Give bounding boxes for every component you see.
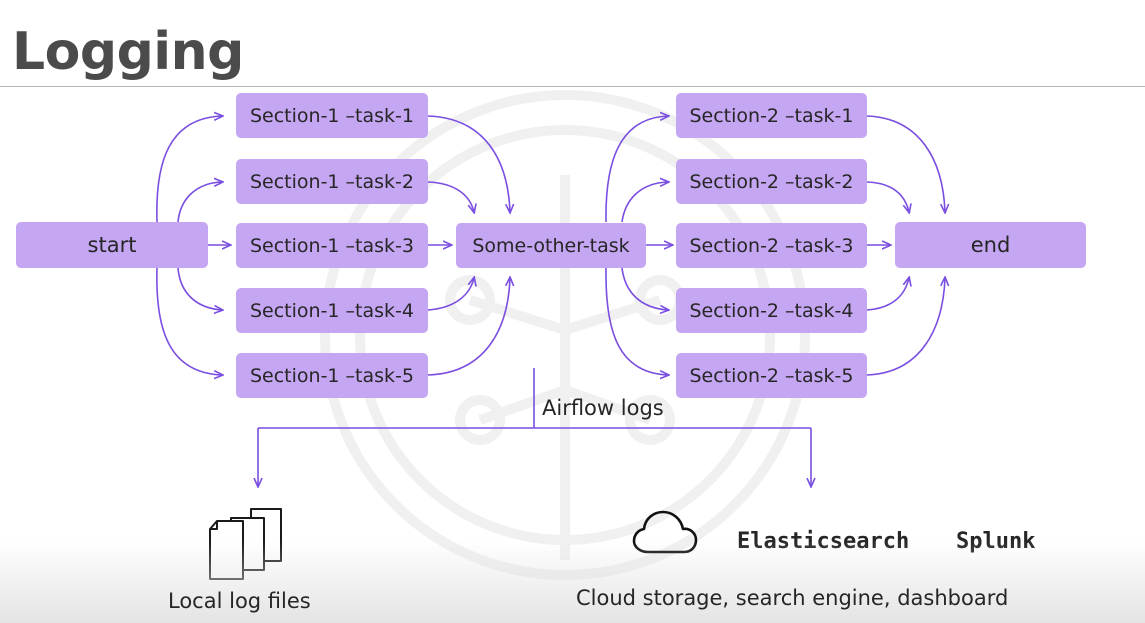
node-some-other-task[interactable]: Some-other-task — [456, 223, 646, 268]
edge-other-s2t2 — [621, 182, 668, 223]
edge-s1t4-other — [427, 278, 474, 311]
edge-s2t5-end — [866, 278, 945, 376]
edge-s2t1-end — [866, 115, 945, 212]
local-log-files-caption: Local log files — [168, 589, 311, 613]
edge-other-s2t1 — [605, 116, 668, 223]
page-title: Logging — [12, 22, 244, 82]
edge-start-s1t1 — [156, 116, 222, 223]
node-section-2-task-3[interactable]: Section-2 –task-3 — [676, 223, 867, 268]
edge-other-s2t5 — [605, 267, 668, 375]
node-section-1-task-2[interactable]: Section-1 –task-2 — [236, 159, 428, 204]
edge-s2t4-end — [866, 278, 909, 311]
airflow-logs-label: Airflow logs — [542, 396, 664, 420]
node-end[interactable]: end — [895, 222, 1086, 268]
edge-start-s1t5 — [156, 267, 222, 375]
edge-s2t2-end — [866, 181, 909, 212]
node-section-1-task-5[interactable]: Section-1 –task-5 — [236, 353, 428, 398]
node-section-1-task-3[interactable]: Section-1 –task-3 — [236, 223, 428, 268]
cloud-destinations-caption: Cloud storage, search engine, dashboard — [576, 586, 1009, 610]
edge-s1t5-other — [427, 278, 510, 376]
bottom-fade — [0, 540, 1145, 623]
node-section-2-task-2[interactable]: Section-2 –task-2 — [676, 159, 867, 204]
node-section-2-task-5[interactable]: Section-2 –task-5 — [676, 353, 867, 398]
title-divider — [0, 86, 1145, 87]
edge-start-s1t2 — [177, 182, 222, 223]
node-section-1-task-1[interactable]: Section-1 –task-1 — [236, 93, 428, 138]
node-section-2-task-4[interactable]: Section-2 –task-4 — [676, 288, 867, 333]
node-start[interactable]: start — [16, 222, 208, 268]
edge-other-s2t4 — [621, 267, 668, 310]
node-section-2-task-1[interactable]: Section-2 –task-1 — [676, 93, 867, 138]
edge-s1t2-other — [427, 181, 474, 212]
edge-start-s1t4 — [177, 267, 222, 310]
edge-s1t1-other — [427, 115, 510, 212]
node-section-1-task-4[interactable]: Section-1 –task-4 — [236, 288, 428, 333]
